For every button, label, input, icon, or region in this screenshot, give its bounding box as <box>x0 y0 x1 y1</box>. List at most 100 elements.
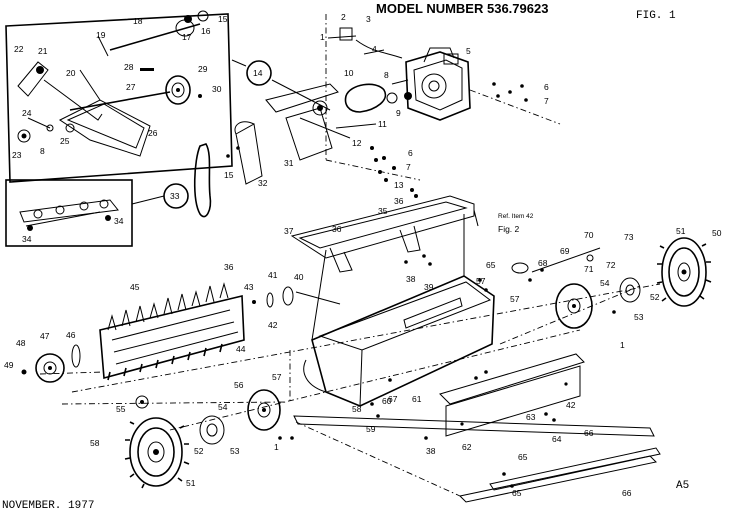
inset-gear-detail <box>5 10 233 183</box>
part-7-b: 7 <box>406 162 411 172</box>
part-35: 35 <box>378 206 388 216</box>
part-36-b: 36 <box>394 196 404 206</box>
part-50: 50 <box>712 228 722 238</box>
part-65-b: 65 <box>512 488 522 498</box>
part-2: 2 <box>341 12 346 22</box>
part-57-b: 57 <box>476 276 486 286</box>
part-72: 72 <box>606 260 616 270</box>
callout-circle-33 <box>163 183 189 209</box>
part-36-c: 36 <box>224 262 234 272</box>
part-52: 52 <box>650 292 660 302</box>
part-8-b: 8 <box>40 146 45 156</box>
part-9: 9 <box>396 108 401 118</box>
part-63: 63 <box>526 412 536 422</box>
part-48: 48 <box>16 338 26 348</box>
side-plate <box>439 353 585 437</box>
part-19: 19 <box>96 30 106 40</box>
part-71: 71 <box>584 264 594 274</box>
part-70: 70 <box>584 230 594 240</box>
wheel-hubs-left <box>135 389 281 445</box>
part-30: 30 <box>212 84 222 94</box>
ref-note-line2: Fig. 2 <box>498 224 520 234</box>
part-73: 73 <box>624 232 634 242</box>
part-1-b: 1 <box>620 340 625 350</box>
part-52-b: 52 <box>194 446 204 456</box>
part-60: 60 <box>382 396 392 406</box>
drive-sprocket <box>21 344 81 383</box>
page-code: A5 <box>676 480 690 492</box>
part-45: 45 <box>130 282 140 292</box>
part-1: 1 <box>320 32 325 42</box>
part-33: 33 <box>170 191 180 201</box>
part-42-b: 42 <box>566 400 576 410</box>
engine <box>391 47 471 121</box>
part-21: 21 <box>38 46 48 56</box>
part-23: 23 <box>12 150 22 160</box>
part-46: 46 <box>66 330 76 340</box>
wheel-right <box>656 237 712 307</box>
part-11: 11 <box>378 119 387 129</box>
wheel-left <box>124 417 190 489</box>
part-4: 4 <box>372 44 377 54</box>
part-34-b: 34 <box>22 234 32 244</box>
hardware-bits <box>226 82 616 488</box>
part-8: 8 <box>384 70 389 80</box>
part-41: 41 <box>268 270 278 280</box>
part-57: 57 <box>272 372 282 382</box>
part-27: 27 <box>126 82 136 92</box>
part-10: 10 <box>344 68 354 78</box>
part-43: 43 <box>244 282 254 292</box>
main-housing <box>303 214 495 407</box>
part-51: 51 <box>676 226 686 236</box>
part-6-b: 6 <box>408 148 413 158</box>
part-42: 42 <box>268 320 278 330</box>
part-32: 32 <box>258 178 268 188</box>
part-58: 58 <box>352 404 362 414</box>
part-7: 7 <box>544 96 549 106</box>
part-61: 61 <box>412 394 422 404</box>
part-49: 49 <box>4 360 14 370</box>
part-17: 17 <box>182 32 192 42</box>
part-12: 12 <box>352 138 362 148</box>
part-1-c: 1 <box>274 442 279 452</box>
part-number-labels: 1 2 3 4 5 6 7 8 9 10 11 12 13 15 15 16 1… <box>4 12 722 498</box>
rotor-tines <box>99 282 245 381</box>
part-25: 25 <box>60 136 70 146</box>
part-65: 65 <box>518 452 528 462</box>
handle-assembly <box>234 83 377 185</box>
part-16: 16 <box>201 26 211 36</box>
lower-frame <box>293 415 661 503</box>
part-54-b: 54 <box>218 402 228 412</box>
part-15: 15 <box>224 170 234 180</box>
part-18: 18 <box>133 16 143 26</box>
part-38-b: 38 <box>426 446 436 456</box>
part-20: 20 <box>66 68 76 78</box>
part-40: 40 <box>294 272 304 282</box>
drive-belt <box>193 143 212 218</box>
part-66: 66 <box>584 428 594 438</box>
part-26: 26 <box>148 128 158 138</box>
ref-note-line1: Ref. Item 42 <box>498 213 534 220</box>
part-44: 44 <box>236 344 246 354</box>
part-66-b: 66 <box>622 488 632 498</box>
part-5: 5 <box>466 46 471 56</box>
part-22: 22 <box>14 44 24 54</box>
part-62: 62 <box>462 442 472 452</box>
part-14: 14 <box>253 68 263 78</box>
part-53: 53 <box>634 312 644 322</box>
part-15-inset: 15 <box>218 14 228 24</box>
callout-circle-14 <box>246 60 272 86</box>
part-37: 37 <box>284 226 294 236</box>
part-39: 39 <box>424 282 434 292</box>
part-57-c: 57 <box>510 294 520 304</box>
frame-bar <box>290 195 479 273</box>
part-51-b: 51 <box>186 478 196 488</box>
part-55: 55 <box>116 404 126 414</box>
part-53-b: 53 <box>230 446 240 456</box>
part-6: 6 <box>544 82 549 92</box>
part-64: 64 <box>552 434 562 444</box>
model-title: MODEL NUMBER 536.79623 <box>376 1 549 16</box>
fig-label: FIG. 1 <box>636 10 676 22</box>
